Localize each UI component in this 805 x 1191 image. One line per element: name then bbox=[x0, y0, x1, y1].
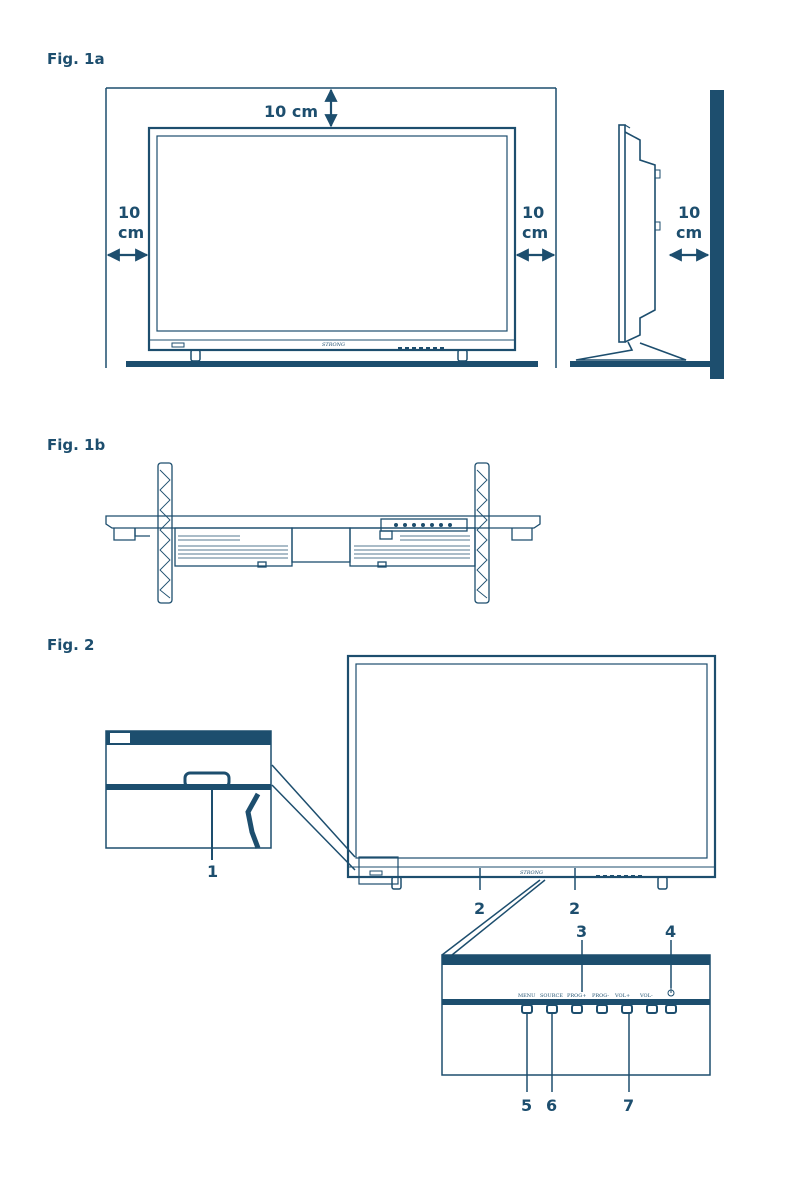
callout-4: 4 bbox=[665, 922, 676, 941]
fig-2-front-view bbox=[272, 656, 715, 955]
left-clearance-num: 10 bbox=[118, 203, 140, 222]
floor-bar bbox=[126, 361, 538, 367]
brand-logo-fig2: STRONG bbox=[520, 870, 543, 876]
callout-7: 7 bbox=[623, 1096, 634, 1115]
wall-clearance-unit: cm bbox=[676, 223, 702, 242]
fig-1a-front-view bbox=[106, 88, 556, 368]
button-label-source: SOURCE bbox=[540, 993, 563, 999]
button-label-menu: MENU bbox=[518, 993, 535, 999]
right-clearance-num: 10 bbox=[522, 203, 544, 222]
top-clearance-label: 10 cm bbox=[264, 102, 318, 121]
tv-screen bbox=[157, 136, 507, 331]
button-label-prog-plus: PROG+ bbox=[567, 993, 586, 999]
callout-6: 6 bbox=[546, 1096, 557, 1115]
left-clearance-unit: cm bbox=[118, 223, 144, 242]
fig-1b-bottom-view bbox=[106, 463, 540, 603]
callout-1: 1 bbox=[207, 862, 218, 881]
side-floor bbox=[570, 361, 710, 367]
right-clearance-unit: cm bbox=[522, 223, 548, 242]
brand-logo-fig1a: STRONG bbox=[322, 342, 345, 348]
button-label-vol-minus: VOL- bbox=[639, 993, 653, 999]
callout-2a: 2 bbox=[474, 899, 485, 918]
button-label-prog-minus: PROG- bbox=[592, 993, 609, 999]
wall-clearance-num: 10 bbox=[678, 203, 700, 222]
callout-2b: 2 bbox=[569, 899, 580, 918]
callout-3: 3 bbox=[576, 922, 587, 941]
tv-front-outline bbox=[149, 128, 515, 350]
callout-5: 5 bbox=[521, 1096, 532, 1115]
button-label-vol-plus: VOL+ bbox=[614, 993, 630, 999]
ir-sensor-inset bbox=[106, 731, 271, 860]
wall bbox=[710, 90, 724, 379]
control-buttons-inset bbox=[442, 940, 710, 1092]
